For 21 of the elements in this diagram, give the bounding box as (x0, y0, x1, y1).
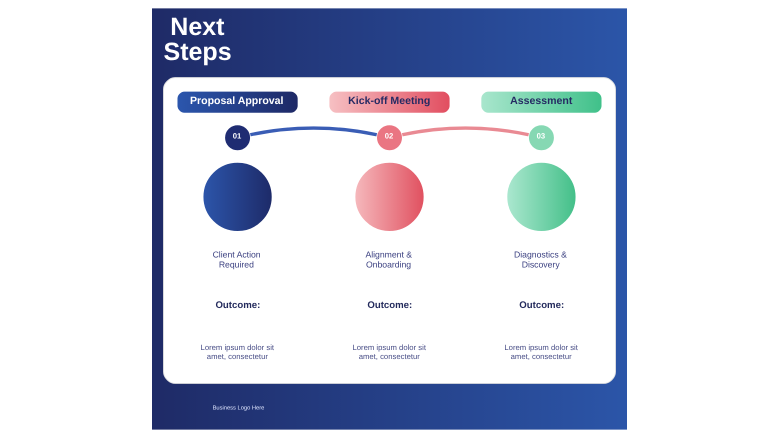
node-circle (202, 162, 273, 232)
node-circle: 01 (224, 124, 252, 152)
node-box: Proposal Approval (176, 90, 299, 114)
node-box: Assessment (480, 90, 602, 114)
label: Outcome: (519, 300, 564, 311)
label: Outcome: (215, 300, 260, 311)
node-label: Client Action Required (212, 250, 261, 270)
node-circle (506, 162, 577, 232)
node-circle: 02 (376, 124, 403, 152)
node-box: Kick-off Meeting (328, 90, 451, 114)
label: Lorem ipsum dolor sit amet, consectetur (352, 343, 426, 361)
diagram-title: Next Steps (164, 13, 232, 66)
node-label: Diagnostics & Discovery (514, 250, 567, 270)
node-circle (354, 162, 425, 232)
connector (402, 126, 529, 136)
label: Lorem ipsum dolor sit amet, consectetur (200, 343, 274, 361)
label: Outcome: (367, 300, 412, 311)
connector (250, 126, 378, 136)
label: Lorem ipsum dolor sit amet, consectetur (504, 343, 578, 361)
node-label: Alignment & Onboarding (365, 250, 412, 270)
node-circle: 03 (528, 124, 555, 152)
